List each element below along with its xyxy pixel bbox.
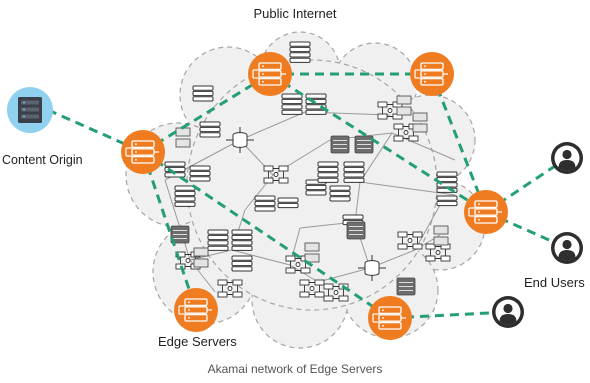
node-stack [199,121,221,138]
edge-servers [121,52,508,340]
user-avatar-icon [492,296,524,328]
user-avatar-icon [551,142,583,174]
edge-server-icon [121,130,165,174]
node-stack [192,85,214,102]
edge-server-icon [174,288,218,332]
end-users [492,142,583,328]
node-rack [330,135,350,154]
node-rack [354,135,374,154]
edge-server-icon [368,296,412,340]
public-internet-label: Public Internet [253,6,337,21]
node-stack [329,185,351,202]
caption: Akamai network of Edge Servers [207,362,383,376]
edge-servers-label: Edge Servers [158,334,237,349]
end-users-label: End Users [524,275,585,290]
node-stack [231,255,253,272]
node-stack [189,165,211,182]
edge-server-icon [410,52,454,96]
node-rack [396,277,416,296]
content-origin-label: Content Origin [2,153,83,167]
user-avatar-icon [551,232,583,264]
node-stack [254,195,276,212]
content-origin-server-icon [7,87,53,133]
edge-server-icon [248,52,292,96]
node-rack [346,221,366,240]
edge-server-icon [464,190,508,234]
